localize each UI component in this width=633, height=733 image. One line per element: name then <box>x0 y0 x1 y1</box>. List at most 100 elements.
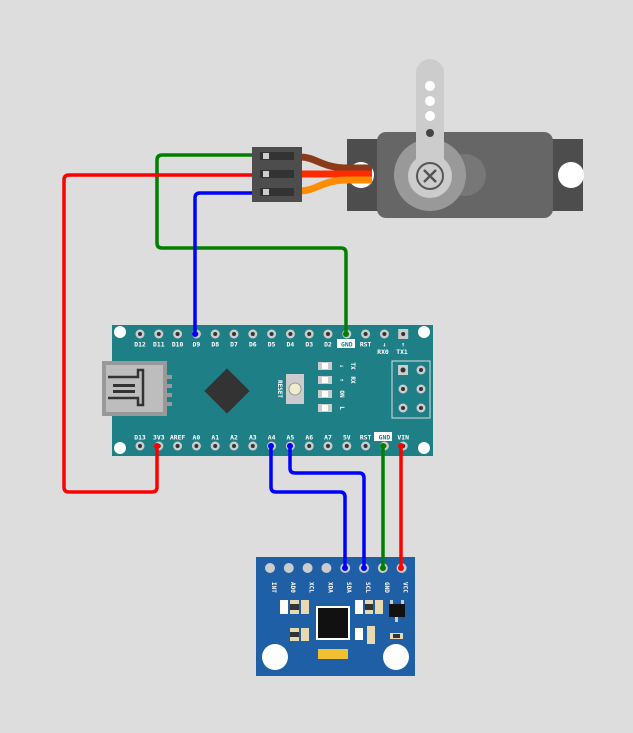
pin-hole <box>250 332 255 336</box>
nano-mount-hole <box>114 442 126 454</box>
pin-hole <box>194 444 199 448</box>
mpu-label-ad0: AD0 <box>289 582 296 593</box>
nano-label-d13: D13 <box>134 434 146 442</box>
mpu-smd-components <box>280 600 405 659</box>
nano-label-rx-arrow: ↓ <box>382 341 386 349</box>
wire-endpoints <box>154 331 404 571</box>
nano-label-d10: D10 <box>172 341 184 349</box>
mpu-pin-ad0[interactable] <box>283 563 294 573</box>
pin-hole <box>175 332 180 336</box>
nano-mount-hole <box>418 326 430 338</box>
pin-hole <box>250 444 255 448</box>
pin-hole <box>138 444 142 448</box>
pin-hole <box>213 444 218 448</box>
nano-label-a5: A5 <box>287 434 295 442</box>
nano-mount-hole <box>114 326 126 338</box>
led-label-on: ON <box>338 390 345 398</box>
wire-nano-a4-to-mpu-sda[interactable] <box>269 446 347 568</box>
nano-label-d2: D2 <box>324 341 332 349</box>
mpu-chip <box>316 606 350 640</box>
servo-lead-brown <box>299 153 372 172</box>
usb-connector <box>102 361 172 416</box>
nano-label-tx1: TX1 <box>396 348 408 356</box>
nano-label-d6: D6 <box>249 341 257 349</box>
servo-horn-hole <box>425 111 435 121</box>
pin-hole <box>156 332 161 336</box>
nano-label-a2: A2 <box>230 434 238 442</box>
mpu-label-xda: XDA <box>326 582 333 593</box>
pin-hole <box>382 332 387 336</box>
servo-motor[interactable] <box>299 59 584 218</box>
pin-highlight-gnd-top <box>337 339 355 348</box>
led-label-l: L <box>338 406 345 410</box>
status-leds <box>318 362 332 412</box>
wire-nano-a5-to-mpu-scl[interactable] <box>288 446 366 568</box>
servo-horn-hole <box>425 81 435 91</box>
led-label-rx: RX <box>349 376 356 384</box>
mpu-mount-hole <box>262 644 288 670</box>
mpu-label-vcc: VCC <box>402 582 409 593</box>
nano-label-d12: D12 <box>134 341 146 349</box>
nano-label-vin: VIN <box>397 434 409 442</box>
nano-label-gnd: GND <box>379 434 391 442</box>
mpu-pin-xcl[interactable] <box>302 563 313 573</box>
nano-label-aref: AREF <box>170 434 186 442</box>
mpu-pin-xda[interactable] <box>321 563 332 573</box>
pin-hole <box>232 332 236 336</box>
nano-label-a4: A4 <box>268 434 276 442</box>
wire-servo-gnd-to-nano-gnd[interactable] <box>155 153 348 334</box>
mpu-pin-int[interactable] <box>265 563 275 573</box>
pin-highlight-gnd-bottom <box>374 432 392 441</box>
nano-label-a3: A3 <box>249 434 257 442</box>
nano-label-tx-arrow: ↑ <box>401 341 405 349</box>
pin-hole <box>232 444 236 448</box>
pin-hole <box>269 332 274 336</box>
pin-hole <box>363 332 368 336</box>
led-arrow-rx: ↑ <box>338 378 345 382</box>
pin-hole <box>307 444 312 448</box>
pin-hole <box>138 332 142 336</box>
pin-hole <box>326 444 330 448</box>
nano-label-d7: D7 <box>230 341 238 349</box>
led-arrow-tx: ↓ <box>338 364 345 368</box>
mpu-label-int: INT <box>270 582 277 593</box>
servo-lead-orange <box>299 176 372 195</box>
nano-label-rst: RST <box>360 434 372 442</box>
nano-label-d5: D5 <box>268 341 276 349</box>
servo-screw-cross-icon <box>423 169 437 183</box>
nano-label-a0: A0 <box>193 434 201 442</box>
reset-button[interactable] <box>288 382 302 396</box>
nano-label-a7: A7 <box>324 434 332 442</box>
mpu-pin-row <box>265 563 407 573</box>
pin-hole <box>401 332 406 336</box>
nano-top-pin-row <box>135 329 409 339</box>
mpu-label-sda: SDA <box>345 582 352 593</box>
mpu-label-gnd: GND <box>383 582 390 593</box>
nano-label-3v3: 3V3 <box>153 434 165 442</box>
nano-mcu-chip <box>204 368 250 414</box>
nano-label-d11: D11 <box>153 341 165 349</box>
nano-label-rx0: RX0 <box>377 348 389 356</box>
nano-label-d9: D9 <box>193 341 201 349</box>
nano-label-rst: RST <box>360 341 372 349</box>
pin-hole <box>175 444 180 448</box>
nano-label-a1: A1 <box>211 434 219 442</box>
servo-horn-hole <box>426 129 434 137</box>
nano-mount-hole <box>418 442 430 454</box>
nano-label-gnd: GND <box>341 341 353 349</box>
led-label-tx: TX <box>349 362 356 370</box>
wire-servo-vcc-to-nano-3v3[interactable] <box>62 173 263 494</box>
icsp-header <box>391 360 431 419</box>
nano-label-d4: D4 <box>287 341 295 349</box>
servo-mount-hole-right <box>558 162 584 188</box>
wire-servo-signal-to-nano-d9[interactable] <box>193 191 263 334</box>
nano-label-d8: D8 <box>211 341 219 349</box>
pin-hole <box>288 332 293 336</box>
nano-label-5v: 5V <box>343 434 351 442</box>
servo-connector[interactable] <box>252 147 302 202</box>
pin-hole <box>307 332 312 336</box>
